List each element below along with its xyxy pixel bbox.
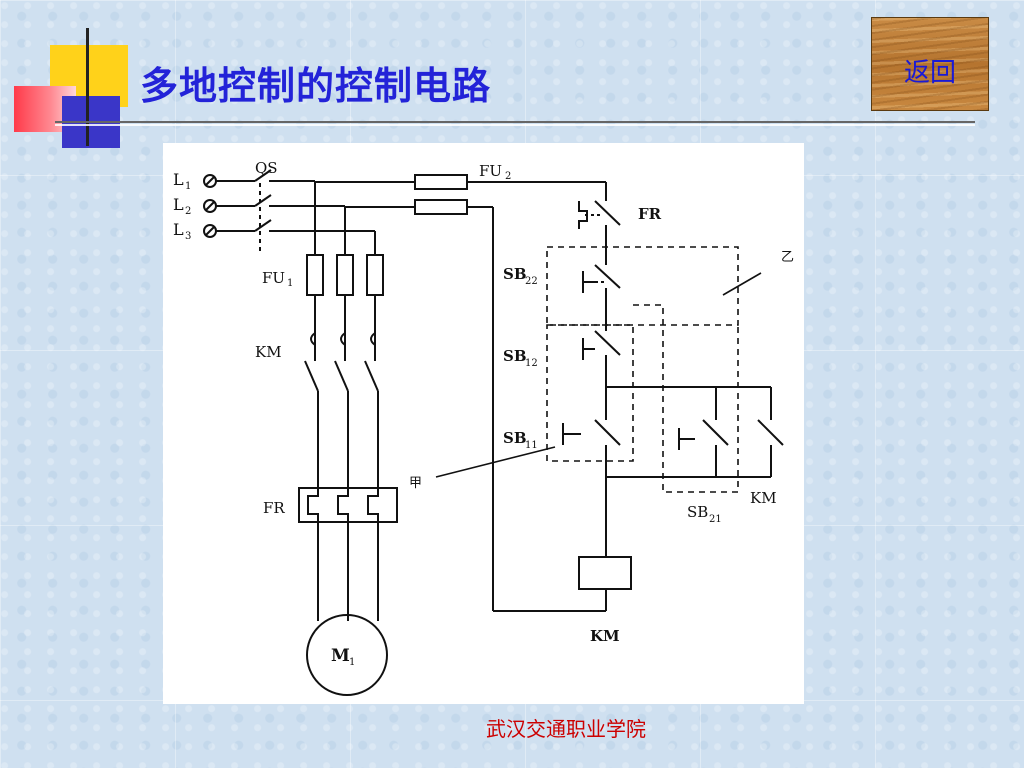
back-button[interactable]: 返回: [871, 17, 989, 111]
label-fu2-sub: 2: [505, 171, 511, 182]
label-sb21-sub: 21: [709, 514, 722, 525]
label-l3-sub: 3: [185, 231, 191, 242]
label-l3: L: [173, 220, 184, 239]
label-l2: L: [173, 195, 184, 214]
label-sb22-sub: 22: [525, 276, 538, 287]
label-sb12: SB: [503, 347, 527, 365]
control-circuit-lines: [315, 174, 784, 612]
label-sb22: SB: [503, 265, 527, 283]
label-sb11-sub: 11: [525, 440, 538, 451]
label-yi: 乙: [781, 250, 794, 265]
circuit-diagram: L 1 L 2 L 3 QS FU 2 FR 乙 FU 1 SB 22 KM S…: [163, 143, 804, 704]
title-divider-line: [55, 121, 975, 123]
label-jia: 甲: [409, 476, 422, 491]
label-fu1: FU: [262, 269, 285, 287]
title-divider-highlight: [55, 124, 975, 126]
local-station-box: [546, 324, 634, 462]
terminals: [203, 174, 217, 238]
label-sb12-sub: 12: [525, 358, 538, 369]
label-l1-sub: 1: [185, 181, 191, 192]
footer-institution: 武汉交通职业学院: [486, 717, 646, 741]
label-sb21: SB: [687, 503, 708, 521]
label-l1: L: [173, 170, 184, 189]
label-sb11: SB: [503, 429, 527, 447]
main-circuit-lines: [298, 181, 398, 696]
label-l2-sub: 2: [185, 206, 191, 217]
label-km-aux: KM: [750, 489, 777, 507]
label-fr-contact: FR: [638, 205, 662, 223]
remote-station-box: [546, 246, 739, 326]
label-km-main: KM: [255, 343, 282, 361]
label-m1-sub: 1: [349, 657, 355, 668]
label-qs: QS: [255, 159, 278, 177]
slide-title: 多地控制的控制电路: [140, 64, 492, 108]
label-m1: M: [331, 646, 350, 666]
back-button-label: 返回: [903, 58, 956, 88]
motor-m1: [306, 614, 388, 696]
label-km-coil: KM: [590, 627, 620, 645]
qs-switch: [216, 169, 375, 251]
dashed-groups: [435, 246, 762, 493]
label-fu1-sub: 1: [287, 278, 293, 289]
label-fr-main: FR: [263, 499, 285, 517]
circuit-labels: L 1 L 2 L 3 QS FU 2 FR 乙 FU 1 SB 22 KM S…: [173, 159, 794, 668]
label-fu2: FU: [479, 162, 502, 180]
decor-vertical-line: [86, 28, 89, 146]
circuit-svg: [203, 169, 784, 696]
